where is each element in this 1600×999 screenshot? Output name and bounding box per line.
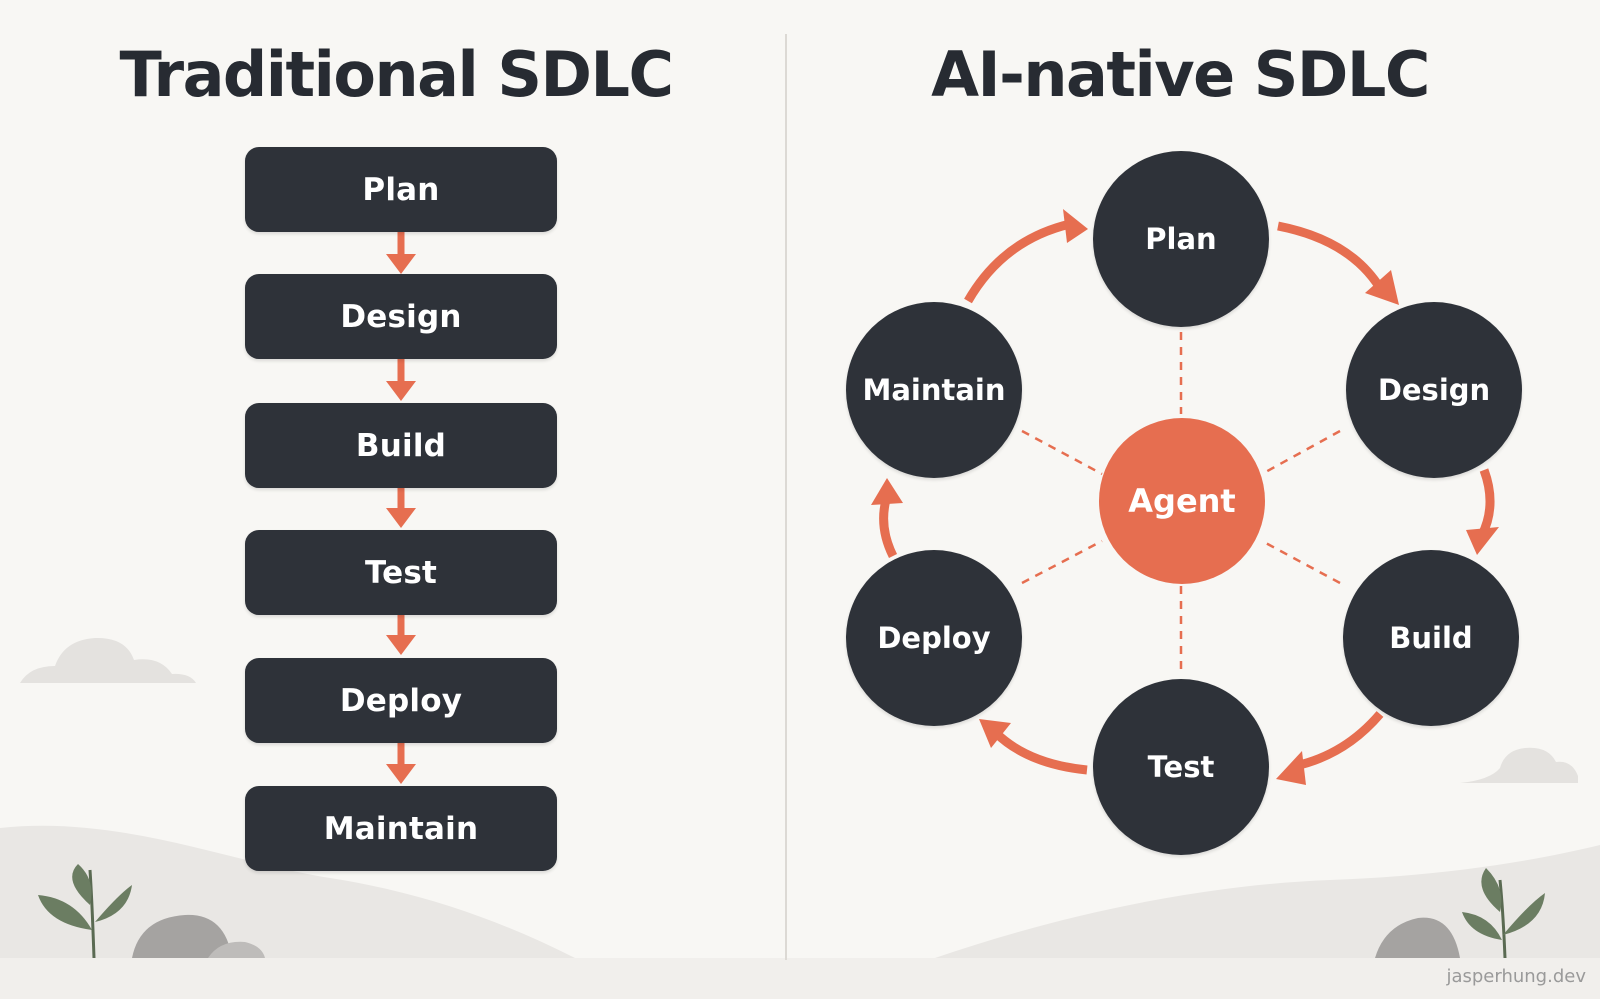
node-agent: Agent bbox=[1099, 418, 1265, 584]
step-deploy: Deploy bbox=[245, 658, 557, 743]
dashed-link-design bbox=[1261, 429, 1341, 476]
node-plan: Plan bbox=[1093, 151, 1269, 327]
step-deploy-label: Deploy bbox=[339, 682, 463, 719]
step-design: Design bbox=[245, 274, 557, 359]
node-build: Build bbox=[1343, 550, 1519, 726]
arrowhead-design-build bbox=[1466, 527, 1499, 555]
arrowhead-maintain-plan bbox=[1063, 209, 1088, 243]
node-design-label: Design bbox=[1377, 373, 1491, 407]
node-maintain: Maintain bbox=[846, 302, 1022, 478]
hill-left bbox=[0, 825, 575, 958]
rock-left-2 bbox=[208, 941, 265, 958]
step-test: Test bbox=[245, 530, 557, 615]
arrowhead-test-deploy bbox=[979, 719, 1011, 748]
plant-left bbox=[38, 864, 132, 959]
ai-native-sdlc-title: AI-native SDLC bbox=[931, 38, 1430, 111]
plant-right bbox=[1462, 868, 1545, 959]
watermark: jasperhung.dev bbox=[1446, 966, 1586, 987]
cycle-arrow-maintain-plan bbox=[964, 219, 1072, 304]
step-test-label: Test bbox=[364, 554, 438, 591]
step-build: Build bbox=[245, 403, 557, 488]
step-build-label: Build bbox=[355, 427, 447, 464]
panel-divider bbox=[785, 34, 787, 960]
node-test: Test bbox=[1093, 679, 1269, 855]
node-build-label: Build bbox=[1389, 621, 1473, 655]
flow-arrow-design-build bbox=[386, 359, 416, 401]
flow-arrow-deploy-maintain bbox=[386, 743, 416, 784]
cycle-arrow-build-test bbox=[1294, 711, 1384, 771]
node-deploy-label: Deploy bbox=[877, 621, 991, 655]
dashed-link-maintain bbox=[1021, 429, 1103, 476]
cloud-right bbox=[1460, 747, 1578, 783]
node-maintain-label: Maintain bbox=[862, 373, 1006, 407]
cycle-arrow-plan-design bbox=[1277, 221, 1384, 291]
flow-arrow-build-test bbox=[386, 488, 416, 528]
step-plan: Plan bbox=[245, 147, 557, 232]
rock-left bbox=[132, 914, 232, 958]
step-maintain: Maintain bbox=[245, 786, 557, 871]
dashed-link-deploy bbox=[1021, 539, 1103, 585]
step-design-label: Design bbox=[340, 298, 462, 335]
cloud-left bbox=[20, 637, 196, 683]
flow-arrow-test-deploy bbox=[386, 615, 416, 655]
step-maintain-label: Maintain bbox=[323, 810, 479, 847]
rock-right bbox=[1375, 917, 1460, 958]
arrowhead-plan-design bbox=[1365, 270, 1399, 305]
node-design: Design bbox=[1346, 302, 1522, 478]
node-test-label: Test bbox=[1147, 750, 1215, 784]
arrowhead-build-test bbox=[1276, 751, 1306, 785]
cycle-arrow-design-build bbox=[1477, 468, 1495, 538]
cycle-arrow-deploy-maintain bbox=[879, 494, 898, 559]
node-deploy: Deploy bbox=[846, 550, 1022, 726]
step-plan-label: Plan bbox=[362, 171, 440, 208]
flow-arrow-plan-design bbox=[386, 232, 416, 274]
arrowhead-deploy-maintain bbox=[871, 478, 903, 505]
ground-band bbox=[0, 958, 1600, 999]
traditional-sdlc-title: Traditional SDLC bbox=[119, 38, 674, 111]
node-plan-label: Plan bbox=[1145, 222, 1217, 256]
node-agent-label: Agent bbox=[1128, 482, 1236, 520]
dashed-link-build bbox=[1261, 539, 1341, 585]
cycle-arrow-test-deploy bbox=[992, 729, 1088, 775]
